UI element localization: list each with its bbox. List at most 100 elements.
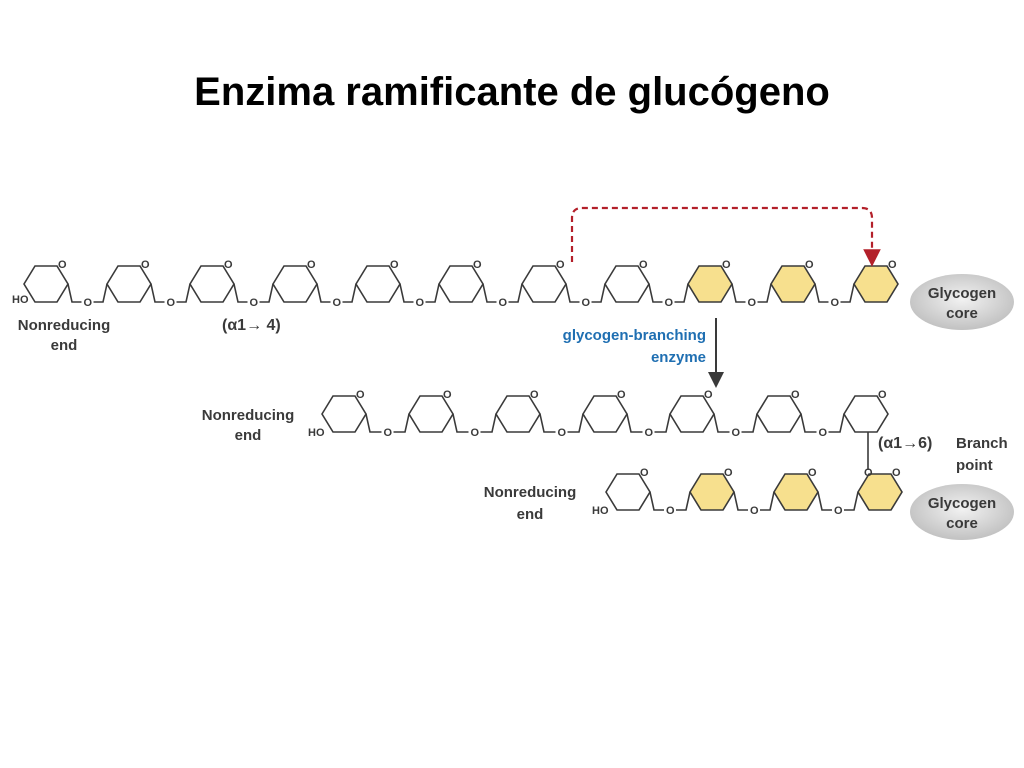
middle-ring-oxygen: O (356, 389, 365, 401)
top-ring-oxygen: O (556, 259, 565, 271)
middle-glycosidic-bond (452, 413, 497, 433)
top-bond-oxygen: O (748, 297, 757, 309)
middle-glycosidic-bond (365, 413, 410, 433)
top-ring-oxygen: O (639, 259, 648, 271)
bottom-glycosidic-bond (817, 491, 859, 511)
middle-glycosidic-bond (626, 413, 671, 433)
nonreducing-end-label-middle-line1: Nonreducing (202, 407, 295, 424)
top-glycosidic-bond (814, 283, 855, 303)
middle-glucose-ring (756, 395, 802, 433)
glycogen-core-bottom-line1: Glycogen (928, 495, 996, 512)
middle-bond-oxygen: O (471, 427, 480, 439)
top-glycosidic-bond (648, 283, 689, 303)
top-glucose-ring (853, 265, 899, 303)
bottom-bond-oxygen: O (666, 505, 675, 517)
middle-ring-oxygen: O (617, 389, 626, 401)
top-glucose-ring (687, 265, 733, 303)
glycogen-core-top-line2: core (946, 305, 978, 322)
bottom-bond-oxygen: O (834, 505, 843, 517)
top-glycosidic-bond (399, 283, 440, 303)
alpha-1-6-label: (α1→6) (878, 435, 932, 452)
top-ring-oxygen: O (224, 259, 233, 271)
top-ring-oxygen: O (390, 259, 399, 271)
top-bond-oxygen: O (582, 297, 591, 309)
nonreducing-end-label-middle-line2: end (235, 427, 262, 444)
top-glycosidic-bond (731, 283, 772, 303)
slide-title: Enzima ramificante de glucógeno (194, 70, 830, 114)
middle-ring-oxygen: O (791, 389, 800, 401)
middle-ring-oxygen: O (530, 389, 539, 401)
middle-bond-oxygen: O (819, 427, 828, 439)
middle-ring-oxygen: O (878, 389, 887, 401)
top-glucose-ring (770, 265, 816, 303)
bottom-glucose-chain: O O O O O O O (605, 467, 903, 517)
nonreducing-end-label-bottom-line1: Nonreducing (484, 484, 577, 501)
bottom-glycosidic-bond (733, 491, 775, 511)
middle-ring-oxygen: O (443, 389, 452, 401)
top-glucose-ring (106, 265, 152, 303)
glycogen-core-top (910, 274, 1014, 330)
top-bond-oxygen: O (167, 297, 176, 309)
nonreducing-end-label-top-line2: end (51, 337, 78, 354)
top-ring-oxygen: O (473, 259, 482, 271)
middle-glucose-ring (582, 395, 628, 433)
bottom-glucose-ring (857, 473, 903, 511)
bottom-glucose-ring (605, 473, 651, 511)
top-glucose-ring (355, 265, 401, 303)
bottom-ring-oxygen: O (640, 467, 649, 479)
top-ring-oxygen: O (307, 259, 316, 271)
top-glucose-ring (272, 265, 318, 303)
middle-bond-oxygen: O (732, 427, 741, 439)
middle-glucose-ring (669, 395, 715, 433)
top-bond-oxygen: O (250, 297, 259, 309)
top-glucose-ring (189, 265, 235, 303)
middle-bond-oxygen: O (558, 427, 567, 439)
glycogen-core-bottom (910, 484, 1014, 540)
top-glycosidic-bond (482, 283, 523, 303)
bottom-ring-oxygen: O (808, 467, 817, 479)
bottom-ring-oxygen: O (892, 467, 901, 479)
middle-glucose-ring (321, 395, 367, 433)
top-ring-oxygen: O (805, 259, 814, 271)
top-glucose-ring (438, 265, 484, 303)
top-glycosidic-bond (150, 283, 191, 303)
middle-glucose-ring (408, 395, 454, 433)
nonreducing-end-label-top-line1: Nonreducing (18, 317, 111, 334)
middle-bond-oxygen: O (384, 427, 393, 439)
top-glucose-ring (23, 265, 69, 303)
top-ring-oxygen: O (888, 259, 897, 271)
top-glucose-ring (521, 265, 567, 303)
top-ring-oxygen: O (58, 259, 67, 271)
middle-glycosidic-bond (800, 413, 845, 433)
top-ring-oxygen: O (722, 259, 731, 271)
enzyme-label-line1: glycogen-branching (563, 327, 706, 344)
top-glycosidic-bond (565, 283, 606, 303)
enzyme-label-line2: enzyme (651, 349, 706, 366)
top-bond-oxygen: O (499, 297, 508, 309)
alpha-1-4-label: (α1→ 4) (222, 317, 281, 334)
ho-label-top: HO (12, 294, 29, 306)
branch-point-label-line2: point (956, 457, 993, 474)
branch-oxygen: O (864, 467, 873, 479)
top-glycosidic-bond (233, 283, 274, 303)
middle-glucose-ring (495, 395, 541, 433)
bottom-bond-oxygen: O (750, 505, 759, 517)
middle-ring-oxygen: O (704, 389, 713, 401)
top-glucose-ring (604, 265, 650, 303)
bottom-glycosidic-bond (649, 491, 691, 511)
top-glycosidic-bond (67, 283, 108, 303)
middle-glycosidic-bond (539, 413, 584, 433)
branch-point-label-line1: Branch (956, 435, 1008, 452)
top-bond-oxygen: O (333, 297, 342, 309)
bottom-glucose-ring (689, 473, 735, 511)
glycogen-core-top-line1: Glycogen (928, 285, 996, 302)
middle-glycosidic-bond (713, 413, 758, 433)
top-bond-oxygen: O (416, 297, 425, 309)
top-ring-oxygen: O (141, 259, 150, 271)
glycogen-core-bottom-line2: core (946, 515, 978, 532)
top-bond-oxygen: O (831, 297, 840, 309)
nonreducing-end-label-bottom-line2: end (517, 506, 544, 523)
top-bond-oxygen: O (665, 297, 674, 309)
